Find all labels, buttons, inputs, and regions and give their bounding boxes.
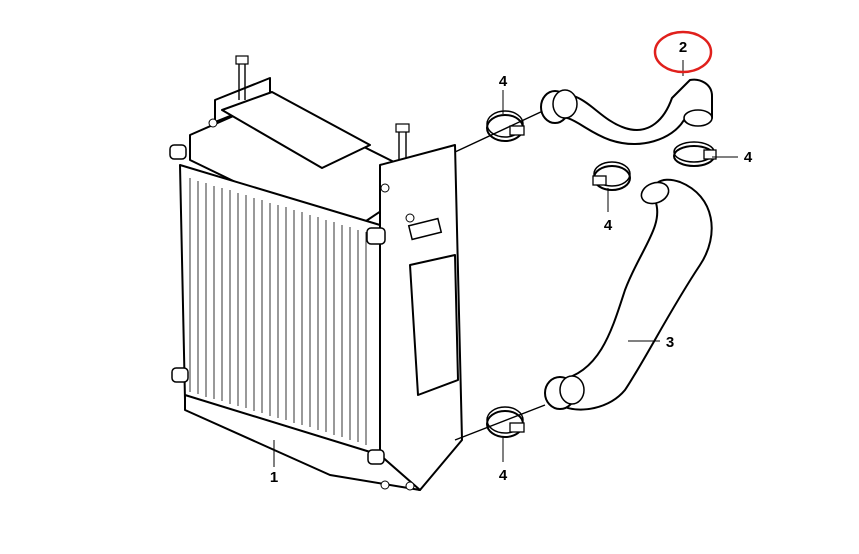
radiator-core-fins [189,178,367,445]
callout-4-upper-left: 4 [499,73,508,90]
callout-1: 1 [270,469,278,486]
upper-hose [540,78,713,145]
fitting-bottom-right [367,449,385,465]
hose-clamp-middle [592,161,631,191]
radiator [169,55,546,491]
callout-2: 2 [679,39,687,56]
fitting-mid-right [366,227,386,245]
fitting-bottom-left [171,367,189,383]
hose-clamp-upper-left [486,110,525,142]
hose-clamp-lower-left [486,406,525,438]
callout-3: 3 [666,334,674,351]
callout-4-upper-right: 4 [744,149,753,166]
mounting-stud-left [235,55,249,100]
callout-4-middle: 4 [604,217,613,234]
top-fins [221,91,371,169]
highlight-circle [653,30,713,74]
callouts: 1 2 3 4 4 4 4 [270,39,753,486]
hose-clamp-upper-right [673,141,717,167]
fitting-top-left [169,144,187,160]
lower-hose [544,178,713,411]
callout-4-lower: 4 [499,467,508,484]
leader-lines [273,60,738,467]
